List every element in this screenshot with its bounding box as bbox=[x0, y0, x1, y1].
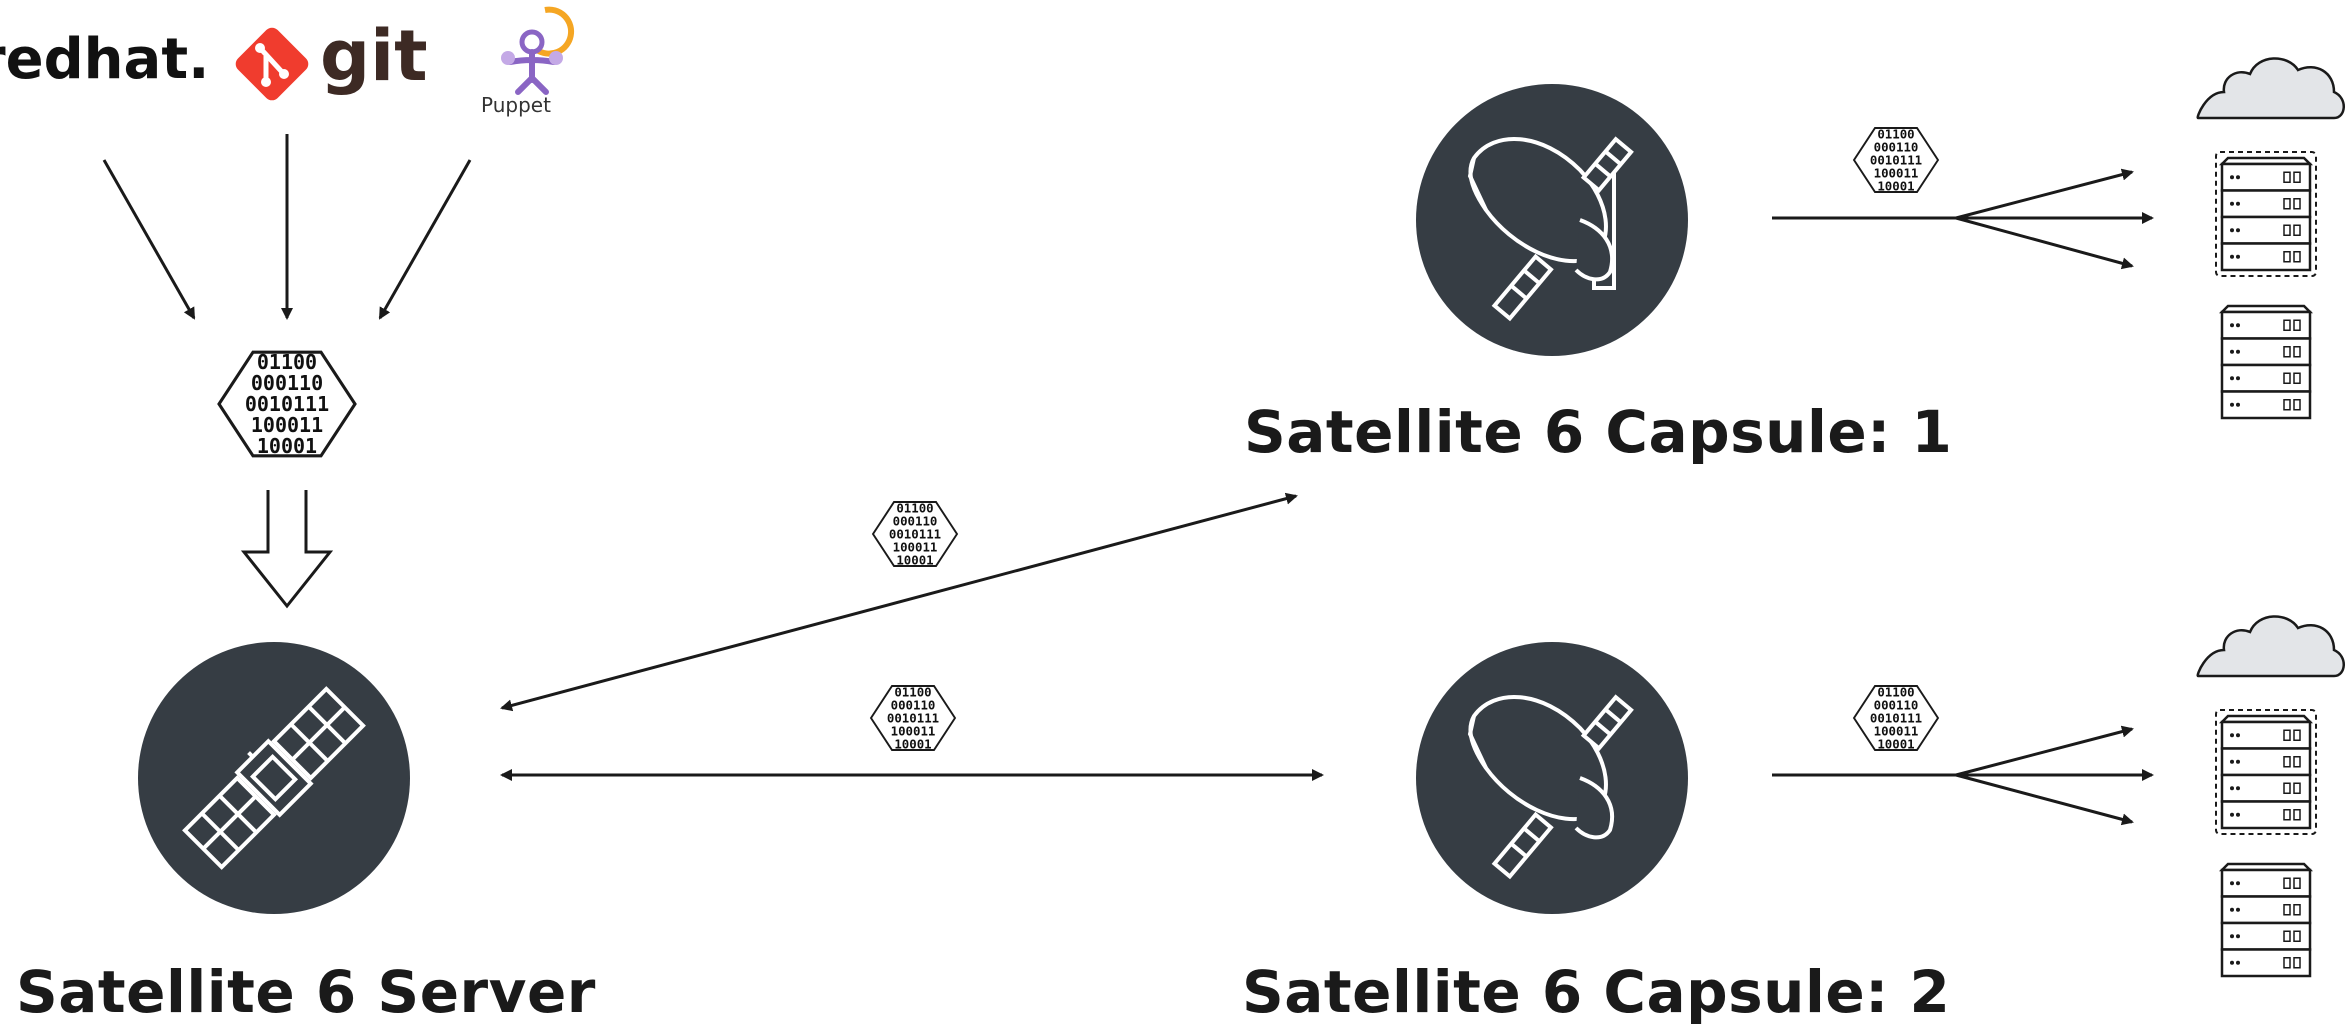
bit-row: 100011 bbox=[251, 413, 323, 437]
bit-row: 0010111 bbox=[1870, 152, 1922, 167]
server-label: Satellite 6 Server bbox=[16, 958, 596, 1026]
bit-row: 0010111 bbox=[245, 392, 329, 416]
bit-row: 100011 bbox=[1874, 165, 1919, 180]
capsule-1-label: Satellite 6 Capsule: 1 bbox=[1244, 398, 1953, 466]
virtual-host-outline bbox=[2215, 151, 2317, 277]
bit-row: 10001 bbox=[257, 434, 317, 458]
bit-row: 000110 bbox=[891, 697, 936, 712]
bit-row: 10001 bbox=[1877, 736, 1914, 751]
bit-row: 100011 bbox=[891, 723, 936, 738]
server-capsule-1-link bbox=[500, 492, 1298, 712]
satellite-dish-icon bbox=[1467, 694, 1634, 880]
hexagon-outline bbox=[1852, 685, 1940, 751]
bit-row: 01100 bbox=[257, 350, 317, 374]
capsule-2-label: Satellite 6 Capsule: 2 bbox=[1242, 958, 1951, 1026]
bit-row: 10001 bbox=[896, 552, 933, 567]
bit-row: 0010111 bbox=[1870, 710, 1922, 725]
capsule-2-fanout bbox=[1772, 725, 2154, 826]
bit-row: 000110 bbox=[1874, 139, 1919, 154]
redhat-logo: redhat. bbox=[0, 27, 209, 92]
bit-row: 0010111 bbox=[889, 526, 941, 541]
bit-row: 000110 bbox=[893, 513, 938, 528]
bit-row: 01100 bbox=[896, 500, 933, 515]
capsule-1-fanout bbox=[1772, 168, 2154, 270]
bit-row: 0010111 bbox=[887, 710, 939, 725]
bit-row: 10001 bbox=[1877, 178, 1914, 193]
satellite-dish-icon bbox=[1467, 136, 1634, 322]
sync-down-arrow bbox=[240, 490, 334, 609]
capsule-1-node bbox=[1416, 84, 1688, 356]
hexagon-outline bbox=[1852, 127, 1940, 193]
server-rack-icon bbox=[2218, 862, 2314, 978]
capsule-2-hosts bbox=[2196, 615, 2345, 978]
bit-row: 100011 bbox=[893, 539, 938, 554]
server-rack-icon bbox=[2218, 156, 2314, 272]
server-rack-icon bbox=[2218, 714, 2314, 830]
puppet-arrow bbox=[378, 159, 472, 320]
cloud-icon bbox=[2196, 615, 2345, 678]
server-rack-icon bbox=[2218, 304, 2314, 420]
bit-row: 100011 bbox=[1874, 723, 1919, 738]
redhat-arrow bbox=[102, 159, 196, 320]
satellite-server-node bbox=[138, 642, 410, 914]
sync-connections bbox=[500, 492, 1324, 781]
bit-row: 01100 bbox=[1877, 126, 1914, 141]
source-arrows bbox=[102, 134, 472, 320]
capsule-1-hosts bbox=[2196, 57, 2345, 420]
capsule-2-node bbox=[1416, 642, 1688, 914]
puppet-logo-text: Puppet bbox=[481, 93, 551, 117]
bit-row: 01100 bbox=[1877, 684, 1914, 699]
virtual-host-outline bbox=[2215, 709, 2317, 835]
puppet-arc-icon bbox=[535, 6, 575, 57]
puppet-logo: Puppet bbox=[481, 6, 575, 117]
hexagon-outline bbox=[217, 350, 357, 458]
hexagon-outline bbox=[869, 685, 957, 751]
git-logo-text: git bbox=[320, 15, 428, 97]
bit-row: 10001 bbox=[894, 736, 931, 751]
git-logo: git bbox=[235, 15, 428, 101]
cloud-icon bbox=[2196, 57, 2345, 120]
redhat-logo-text: redhat. bbox=[0, 27, 209, 92]
satellite-icon bbox=[182, 686, 366, 870]
bit-row: 000110 bbox=[251, 371, 323, 395]
bit-row: 000110 bbox=[1874, 697, 1919, 712]
bit-row: 01100 bbox=[894, 684, 931, 699]
hexagon-outline bbox=[871, 501, 959, 567]
